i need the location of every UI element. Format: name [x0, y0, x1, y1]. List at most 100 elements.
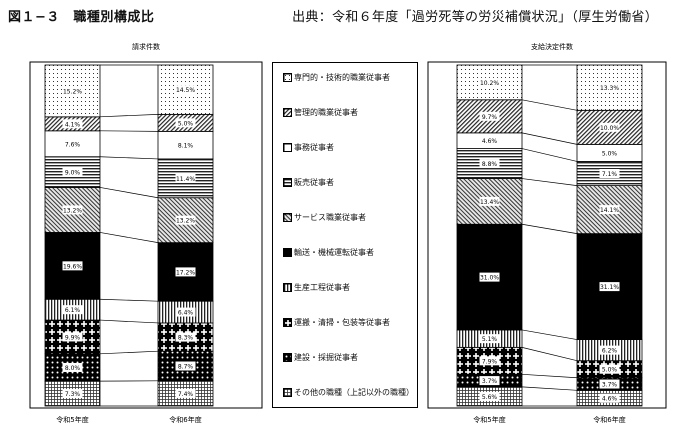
data-label: 14.5% [176, 87, 195, 94]
data-label-bg [175, 118, 196, 128]
data-label-bg [599, 282, 620, 292]
legend-swatch [283, 283, 292, 292]
data-label: 9.0% [65, 170, 81, 177]
data-label-bg [479, 334, 500, 344]
data-label-bg [479, 111, 500, 121]
category-label: 令和5年度 [473, 415, 505, 424]
data-label-bg [479, 196, 500, 206]
connector-line [521, 99, 578, 111]
data-label-bg [599, 83, 620, 93]
data-label: 4.6% [602, 396, 618, 403]
legend-swatch [283, 73, 292, 82]
data-label-bg [175, 85, 196, 95]
data-label-bg [62, 332, 83, 342]
legend-swatch [283, 178, 292, 187]
connector-line [521, 386, 578, 391]
data-label: 3.7% [602, 382, 618, 389]
data-label-bg [62, 139, 83, 149]
data-label-bg [62, 261, 83, 271]
legend-item: 生産工程従事者 [283, 282, 350, 293]
legend-label: 事務従事者 [294, 143, 334, 152]
legend-label: 生産工程従事者 [294, 283, 350, 292]
legend-item: サービス職業従事者 [283, 212, 366, 223]
data-label: 7.3% [65, 391, 81, 398]
legend-label: 運搬・清掃・包装等従事者 [294, 318, 390, 327]
data-label: 5.0% [602, 367, 618, 374]
data-label-bg [62, 305, 83, 315]
data-label: 13.2% [176, 218, 195, 225]
data-label: 10.0% [600, 125, 619, 132]
data-label: 5.0% [602, 150, 618, 157]
legend-swatch [283, 248, 292, 257]
connector-line [99, 350, 159, 355]
data-label-bg [175, 140, 196, 150]
connector-line [521, 329, 578, 340]
legend-swatch [283, 213, 292, 222]
legend-label: 販売従事者 [294, 178, 334, 187]
data-label-bg [62, 205, 83, 215]
chart-frame [427, 61, 667, 409]
category-label: 令和6年度 [593, 415, 625, 424]
bar-segment [576, 64, 643, 111]
legend-swatch [283, 318, 292, 327]
legend-item: 運搬・清掃・包装等従事者 [283, 317, 390, 328]
data-label-bg [599, 379, 620, 389]
connector-line [521, 178, 578, 186]
legend-swatch [283, 143, 292, 152]
data-label: 5.6% [482, 394, 498, 401]
data-label-bg [599, 148, 620, 158]
chart-title: 請求件数 [132, 42, 160, 51]
legend-swatch [283, 388, 292, 397]
legend-item: 専門的・技術的職業従事者 [283, 72, 390, 83]
data-label: 7.9% [482, 358, 498, 365]
connector-line [99, 113, 159, 118]
data-label-bg [175, 332, 196, 342]
legend-item: 建設・採掘従事者 [283, 352, 358, 363]
connector-line [99, 130, 159, 132]
legend-item: 販売従事者 [283, 177, 334, 188]
figure-title: 図１−３ 職種別構成比 [8, 10, 155, 25]
data-label-bg [479, 391, 500, 401]
legend-item: その他の職種（上記以外の職種） [283, 387, 414, 398]
data-label: 8.0% [65, 365, 81, 372]
data-label-bg [175, 361, 196, 371]
legend-swatch [283, 353, 292, 362]
data-label-bg [479, 272, 500, 282]
legend-label: 建設・採掘従事者 [294, 353, 358, 362]
data-label-bg [175, 307, 196, 317]
data-label-bg [62, 389, 83, 399]
data-label-bg [599, 169, 620, 178]
data-label-bg [479, 159, 500, 169]
data-label-bg [175, 173, 196, 183]
data-label-bg [599, 122, 620, 132]
data-label: 9.9% [65, 334, 81, 341]
data-label: 7.1% [602, 171, 618, 178]
legend-label: 輸送・機械運転従事者 [294, 248, 374, 257]
data-label-bg [479, 77, 500, 87]
chart-frame [29, 61, 263, 409]
data-label-bg [62, 362, 83, 372]
data-label-bg [479, 136, 500, 146]
data-label-bg [599, 393, 620, 403]
connector-line [521, 347, 578, 362]
data-label: 5.0% [178, 120, 194, 127]
data-label-bg [62, 86, 83, 96]
data-label: 3.7% [482, 378, 498, 385]
data-label: 6.1% [65, 307, 81, 314]
data-label-bg [479, 356, 500, 366]
data-label-bg [479, 376, 500, 386]
connector-line [99, 156, 159, 160]
data-label-bg [599, 345, 620, 355]
data-label: 13.3% [600, 85, 619, 92]
data-label: 4.6% [482, 138, 498, 145]
connector-line [521, 223, 578, 234]
category-label: 令和6年度 [169, 415, 201, 424]
legend-label: サービス職業従事者 [294, 213, 366, 222]
data-label: 11.4% [176, 176, 195, 183]
data-label-bg [62, 119, 83, 129]
data-label: 5.1% [482, 336, 498, 343]
connector-line [99, 319, 159, 324]
legend-label: その他の職種（上記以外の職種） [294, 388, 414, 397]
connector-line [521, 148, 578, 162]
